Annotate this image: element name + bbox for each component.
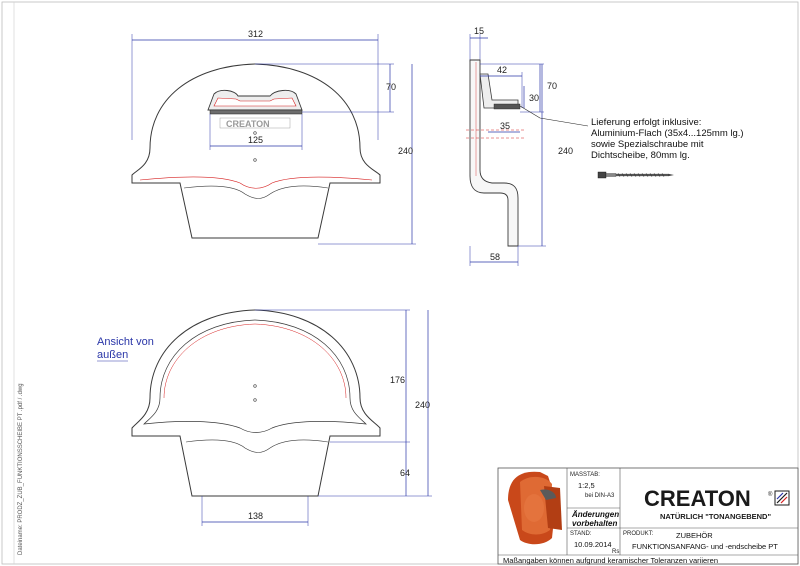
dim-side-base: 58 [490,252,500,262]
dim-front-width: 312 [248,29,263,39]
front-view: 312 CREATON 125 70 240 [131,29,416,245]
dim-outside-total: 240 [415,400,430,410]
creaton-logo: CREATON ® NATÜRLICH "TONANGEBEND" [644,486,790,521]
dim-front-top: 70 [386,82,396,92]
logo-emblem-icon [774,490,790,506]
outside-view: Ansicht von außen 176 240 64 138 [97,309,432,526]
masstab-value: 1:2,5 [578,481,595,490]
masstab-note: bei DIN-A3 [585,493,615,499]
dim-side-gap: 30 [529,93,539,103]
dim-side-thickness: 15 [474,26,484,36]
delivery-note-line4: Dichtscheibe, 80mm lg. [591,150,690,161]
produkt-label: PRODUKT: [623,531,654,537]
produkt-line1: ZUBEHÖR [676,531,713,540]
delivery-note-line3: sowie Spezialschraube mit [591,139,704,150]
delivery-note-line2: Aluminium-Flach (35x4...125mm lg.) [591,128,744,139]
file-name-label: Dateiname: PRODZ_ZUB_FUNKTIONSSCHEIBE PT… [18,383,24,555]
side-view: 15 42 70 30 35 240 58 [466,26,589,266]
dim-front-height: 240 [398,146,413,156]
outside-view-title-line1: Ansicht von [97,336,154,348]
dim-side-height: 240 [558,146,573,156]
screw-icon [597,171,674,179]
logo-wordmark: CREATON [644,486,751,511]
masstab-label: MASSTAB: [570,472,600,478]
outside-view-title-line2: außen [97,349,128,361]
dim-front-inner: 125 [248,135,263,145]
dim-outside-lower: 64 [400,468,410,478]
changes-line2: vorbehalten [572,519,617,528]
stand-value: 10.09.2014 [574,540,612,549]
stand-label: STAND: [570,531,592,537]
dim-side-offset: 42 [497,65,507,75]
dim-side-plate: 35 [500,121,510,131]
product-photo [508,471,562,545]
changes-line1: Änderungen [571,510,619,519]
dim-side-top: 70 [547,81,557,91]
dim-outside-bottom: 138 [248,511,263,521]
stand-suffix: Rs [612,549,619,555]
produkt-line2: FUNKTIONSANFANG- und -endscheibe PT [632,542,778,551]
logo-registered: ® [768,491,773,498]
delivery-note: Lieferung erfolgt inklusive: Aluminium-F… [591,117,744,179]
delivery-note-line1: Lieferung erfolgt inklusive: [591,117,701,128]
front-brand-mark: CREATON [226,119,270,129]
logo-tagline: NATÜRLICH "TONANGEBEND" [660,512,771,521]
footer-note: Maßangaben können aufgrund keramischer T… [503,556,718,565]
dim-outside-upper: 176 [390,375,405,385]
title-block: MASSTAB: 1:2,5 bei DIN-A3 Änderungen vor… [497,467,799,565]
